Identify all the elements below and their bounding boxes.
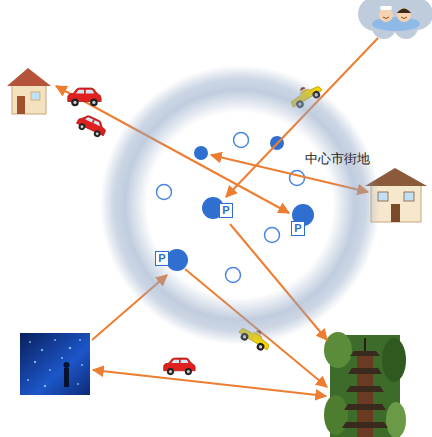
pagoda-roof xyxy=(348,368,382,374)
pagoda-roof xyxy=(350,351,380,356)
smile xyxy=(383,17,389,19)
pagoda-spire xyxy=(364,338,366,353)
parking-marker: P xyxy=(291,221,305,236)
house-door xyxy=(391,204,400,222)
bath-water xyxy=(372,17,420,31)
parking-letter: P xyxy=(158,253,165,264)
house-wall xyxy=(12,84,46,114)
house-window xyxy=(404,192,414,201)
bather-face xyxy=(397,8,411,22)
downtown-area: 中心市街地 P P P xyxy=(100,65,380,345)
visitor-silhouette xyxy=(64,362,70,368)
aquarium-photo xyxy=(20,333,90,395)
hot-spring-picture xyxy=(358,0,432,39)
pagoda-roof xyxy=(342,422,388,428)
bather-hair xyxy=(397,9,411,14)
car-icon xyxy=(68,88,101,106)
parking-letter: P xyxy=(294,223,301,234)
downtown-ring xyxy=(100,65,380,345)
house-door xyxy=(17,96,25,114)
area-label: 中心市街地 xyxy=(305,151,370,166)
car-icon xyxy=(75,112,109,139)
towel xyxy=(380,6,392,10)
foliage xyxy=(324,332,352,368)
car-icon xyxy=(164,358,195,375)
pagoda-roof xyxy=(344,404,386,410)
light-dots xyxy=(27,339,83,387)
foliage xyxy=(324,395,348,435)
smile xyxy=(401,17,407,19)
pagoda-roof xyxy=(346,386,384,392)
parking-letter: P xyxy=(222,205,229,216)
house-picture xyxy=(7,68,51,114)
foliage xyxy=(382,338,406,382)
aquarium-picture xyxy=(20,333,90,395)
foliage xyxy=(386,402,406,437)
parking-marker: P xyxy=(219,203,233,218)
bather-face xyxy=(379,8,393,22)
pagoda-picture xyxy=(324,332,406,437)
parking-marker: P xyxy=(155,251,169,266)
house-roof xyxy=(7,68,51,86)
downtown-ring xyxy=(100,65,380,345)
visitor-silhouette xyxy=(64,368,69,387)
house-window xyxy=(31,92,40,100)
trip-arrow xyxy=(93,370,326,396)
